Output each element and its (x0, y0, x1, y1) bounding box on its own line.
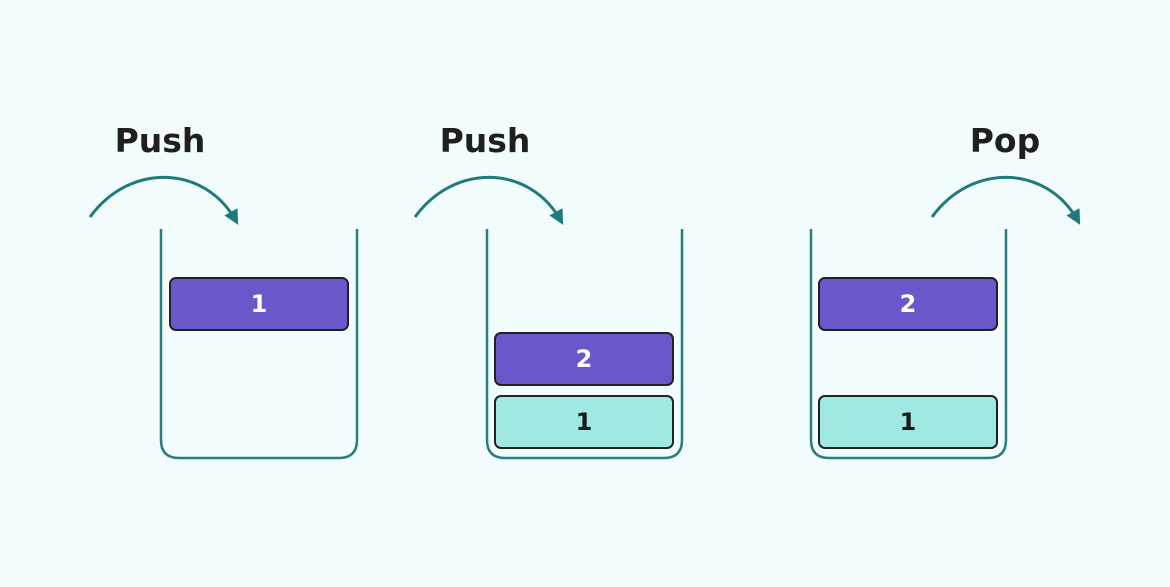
push-arrow-icon (413, 175, 564, 225)
pop-arrow-icon (930, 175, 1081, 225)
panel-push-1: Push 1 (88, 121, 359, 460)
panel-pop: Pop 2 1 (809, 121, 1081, 460)
stack-container (159, 229, 359, 460)
stack-block-stored (494, 395, 674, 449)
stack-container (809, 229, 1008, 460)
operation-label-pop: Pop (970, 121, 1040, 160)
block-label: 1 (251, 290, 268, 318)
stack-container (485, 229, 684, 460)
stack-block-moving (494, 332, 674, 386)
panel-push-2: Push 2 1 (413, 121, 684, 460)
stack-block-moving (818, 277, 998, 331)
block-label: 2 (576, 345, 593, 373)
stack-block-moving (169, 277, 349, 331)
stack-block-stored (818, 395, 998, 449)
operation-label-push-2: Push (440, 121, 531, 160)
block-label: 1 (900, 408, 917, 436)
block-label: 2 (900, 290, 917, 318)
operation-label-push-1: Push (115, 121, 206, 160)
push-arrow-icon (88, 175, 239, 225)
block-label: 1 (576, 408, 593, 436)
